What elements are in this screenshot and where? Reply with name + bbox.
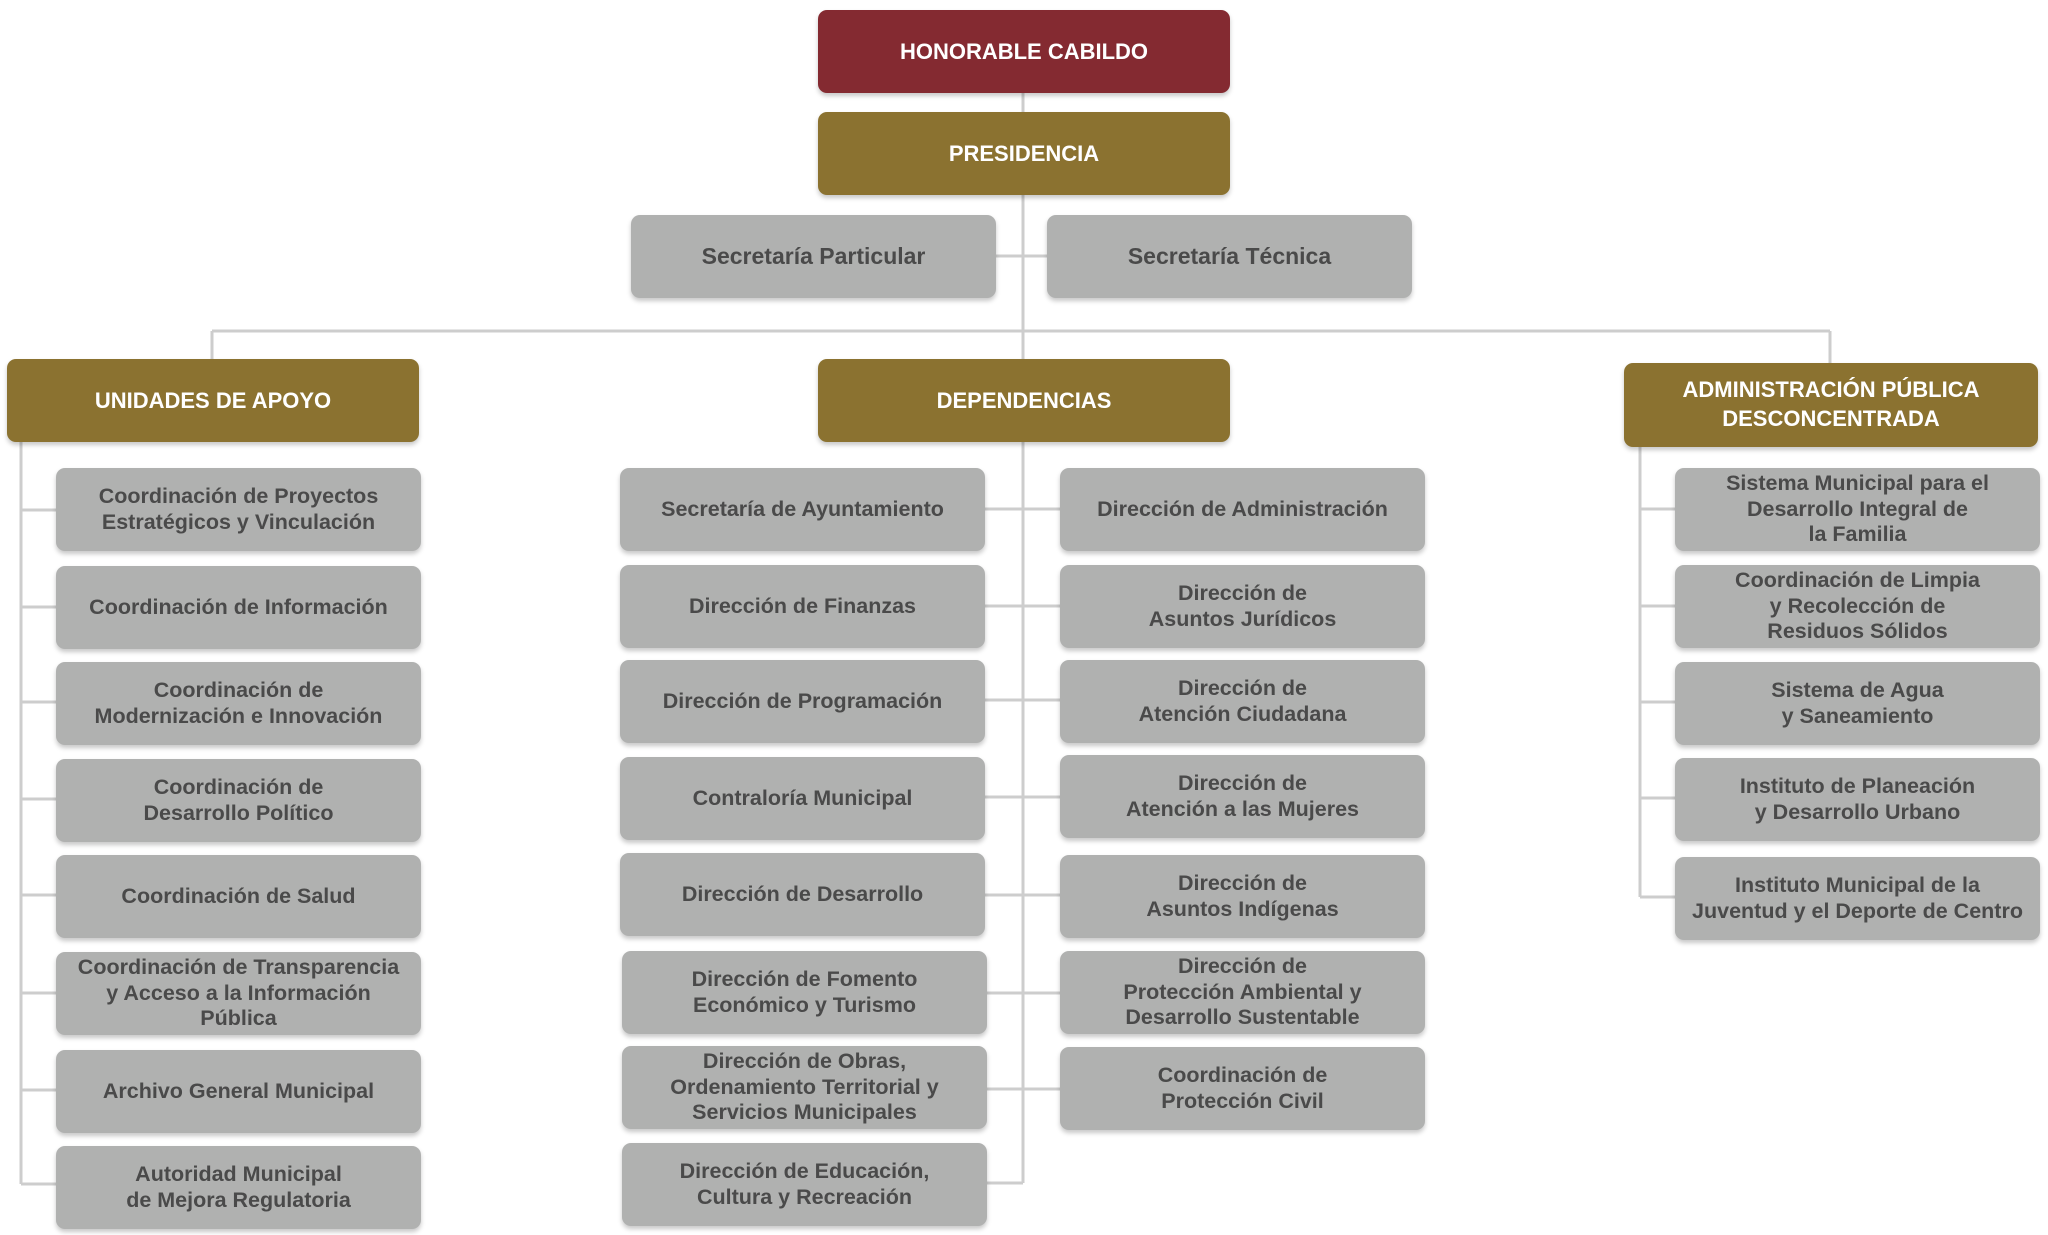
unidad-desarrollo-politico: Coordinación de Desarrollo Político [56, 759, 421, 842]
dependencia-fomento-economico: Dirección de Fomento Económico y Turismo [622, 951, 987, 1034]
unidad-informacion: Coordinación de Información [56, 566, 421, 649]
dependencia-finanzas: Dirección de Finanzas [620, 565, 985, 648]
desconcentrada-juventud: Instituto Municipal de la Juventud y el … [1675, 857, 2040, 940]
dependencia-administracion: Dirección de Administración [1060, 468, 1425, 551]
header-administracion-desconcentrada: ADMINISTRACIÓN PÚBLICA DESCONCENTRADA [1624, 363, 2038, 447]
dependencia-proteccion-civil: Coordinación de Protección Civil [1060, 1047, 1425, 1130]
dependencia-proteccion-ambiental: Dirección de Protección Ambiental y Desa… [1060, 951, 1425, 1034]
unidad-modernizacion: Coordinación de Modernización e Innovaci… [56, 662, 421, 745]
desconcentrada-dif: Sistema Municipal para el Desarrollo Int… [1675, 468, 2040, 551]
unidad-proyectos-estrategicos: Coordinación de Proyectos Estratégicos y… [56, 468, 421, 551]
dependencia-desarrollo: Dirección de Desarrollo [620, 853, 985, 936]
dependencia-contraloria: Contraloría Municipal [620, 757, 985, 840]
node-honorable-cabildo: HONORABLE CABILDO [818, 10, 1230, 93]
desconcentrada-agua: Sistema de Agua y Saneamiento [1675, 662, 2040, 745]
node-secretaria-tecnica: Secretaría Técnica [1047, 215, 1412, 298]
unidad-mejora-regulatoria: Autoridad Municipal de Mejora Regulatori… [56, 1146, 421, 1229]
dependencia-obras: Dirección de Obras, Ordenamiento Territo… [622, 1046, 987, 1129]
dependencia-atencion-ciudadana: Dirección de Atención Ciudadana [1060, 660, 1425, 743]
unidad-archivo-general: Archivo General Municipal [56, 1050, 421, 1133]
dependencia-asuntos-juridicos: Dirección de Asuntos Jurídicos [1060, 565, 1425, 648]
dependencia-asuntos-indigenas: Dirección de Asuntos Indígenas [1060, 855, 1425, 938]
dependencia-atencion-mujeres: Dirección de Atención a las Mujeres [1060, 755, 1425, 838]
unidad-transparencia: Coordinación de Transparencia y Acceso a… [56, 952, 421, 1035]
header-unidades-de-apoyo: UNIDADES DE APOYO [7, 359, 419, 442]
header-dependencias: DEPENDENCIAS [818, 359, 1230, 442]
dependencia-programacion: Dirección de Programación [620, 660, 985, 743]
unidad-salud: Coordinación de Salud [56, 855, 421, 938]
dependencia-educacion: Dirección de Educación, Cultura y Recrea… [622, 1143, 987, 1226]
node-secretaria-particular: Secretaría Particular [631, 215, 996, 298]
dependencia-secretaria-ayuntamiento: Secretaría de Ayuntamiento [620, 468, 985, 551]
desconcentrada-limpia: Coordinación de Limpia y Recolección de … [1675, 565, 2040, 648]
desconcentrada-planeacion: Instituto de Planeación y Desarrollo Urb… [1675, 758, 2040, 841]
node-presidencia: PRESIDENCIA [818, 112, 1230, 195]
